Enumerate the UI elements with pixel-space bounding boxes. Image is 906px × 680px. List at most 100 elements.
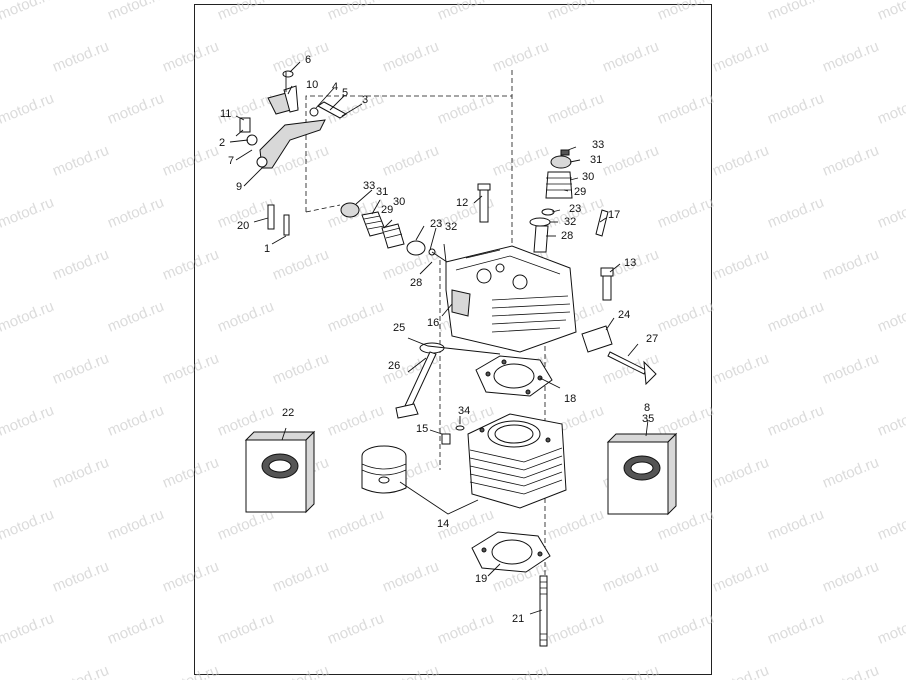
watermark-text: motod.ru [50,38,111,76]
watermark-text: motod.ru [820,142,881,180]
callout-10: 10 [306,79,318,91]
watermark-text: motod.ru [655,194,716,232]
watermark-text: motod.ru [380,38,441,76]
watermark-text: motod.ru [50,246,111,284]
cylinder-head [443,243,577,353]
watermark-text: motod.ru [160,454,221,492]
watermark-text: motod.ru [0,610,56,648]
watermark-text: motod.ru [600,662,661,680]
watermark-text: motod.ru [105,0,166,24]
watermark-text: motod.ru [0,454,1,492]
diagram-frame [194,4,712,675]
watermark-text: motod.ru [0,194,56,232]
bolt-11-part [239,117,251,133]
watermark-text: motod.ru [710,38,771,76]
watermark-text: motod.ru [0,246,1,284]
callout-28a: 28 [410,277,422,289]
watermark-text: motod.ru [0,298,56,336]
watermark-text: motod.ru [50,662,111,680]
watermark-text: motod.ru [710,142,771,180]
watermark-text: motod.ru [765,90,826,128]
bolt-13-part [602,273,612,301]
watermark-text: motod.ru [710,558,771,596]
watermark-text: motod.ru [875,610,906,648]
callout-14: 14 [437,518,449,530]
washer-7-part [246,134,258,146]
bracket-9-part [259,119,326,169]
watermark-text: motod.ru [875,0,906,24]
watermark-text: motod.ru [765,194,826,232]
watermark-text: motod.ru [545,610,606,648]
watermark-text: motod.ru [270,246,331,284]
watermark-text: motod.ru [600,558,661,596]
watermark-text: motod.ru [160,142,221,180]
watermark-text: motod.ru [325,298,386,336]
watermark-text: motod.ru [765,402,826,440]
callout-20: 20 [237,220,249,232]
watermark-text: motod.ru [380,142,441,180]
valves [395,351,657,419]
watermark-text: motod.ru [710,454,771,492]
watermark-text: motod.ru [380,558,441,596]
watermark-text: motod.ru [875,90,906,128]
washer-23b-part [541,208,555,216]
callout-32a: 32 [445,221,457,233]
stud-20-part [267,204,275,230]
cylinder [441,413,567,509]
callout-30a: 30 [393,196,405,208]
callout-2: 2 [219,137,225,149]
callout-11: 11 [220,108,231,120]
watermark-text: motod.ru [710,662,771,680]
guide-28b-part [533,225,549,253]
keeper-33-part [340,202,360,218]
watermark-text: motod.ru [655,610,716,648]
stud-21 [539,575,548,647]
watermark-text: motod.ru [105,506,166,544]
watermark-text: motod.ru [655,298,716,336]
watermark-text: motod.ru [435,610,496,648]
watermark-text: motod.ru [325,610,386,648]
callout-31b: 31 [590,154,602,166]
kit-box-35 [606,432,678,516]
callout-27: 27 [646,333,658,345]
stud-21-part [539,575,548,647]
watermark-text: motod.ru [0,662,1,680]
watermark-text: motod.ru [160,246,221,284]
callout-22: 22 [282,407,294,419]
watermark-text: motod.ru [270,38,331,76]
watermark-text: motod.ru [600,142,661,180]
watermark-text: motod.ru [0,90,56,128]
watermark-text: motod.ru [820,350,881,388]
rocker-bracket-assembly [235,70,347,236]
watermark-text: motod.ru [765,298,826,336]
watermark-text: motod.ru [875,298,906,336]
bracket-hole [256,156,268,168]
callout-24: 24 [618,309,630,321]
watermark-text: motod.ru [875,506,906,544]
watermark-text: motod.ru [655,90,716,128]
callout-35: 35 [642,413,654,425]
watermark-text: motod.ru [325,402,386,440]
callout-17: 17 [608,209,620,221]
watermark-text: motod.ru [215,610,276,648]
callout-30b: 30 [582,171,594,183]
dowel-15-part [441,433,451,445]
watermark-text: motod.ru [490,38,551,76]
watermark-text: motod.ru [0,0,56,24]
watermark-text: motod.ru [325,0,386,24]
callout-8: 8 [644,402,650,414]
watermark-text: motod.ru [270,558,331,596]
seal-32b-part [529,217,551,227]
callout-5: 5 [342,87,348,99]
callout-33b: 33 [592,139,604,151]
watermark-text: motod.ru [545,90,606,128]
callout-9: 9 [236,181,242,193]
watermark-text: motod.ru [0,506,56,544]
watermark-text: motod.ru [105,194,166,232]
watermark-text: motod.ru [50,558,111,596]
bolt-12-part [479,187,489,223]
watermark-text: motod.ru [380,662,441,680]
callout-12: 12 [456,197,468,209]
callout-25: 25 [393,322,405,334]
